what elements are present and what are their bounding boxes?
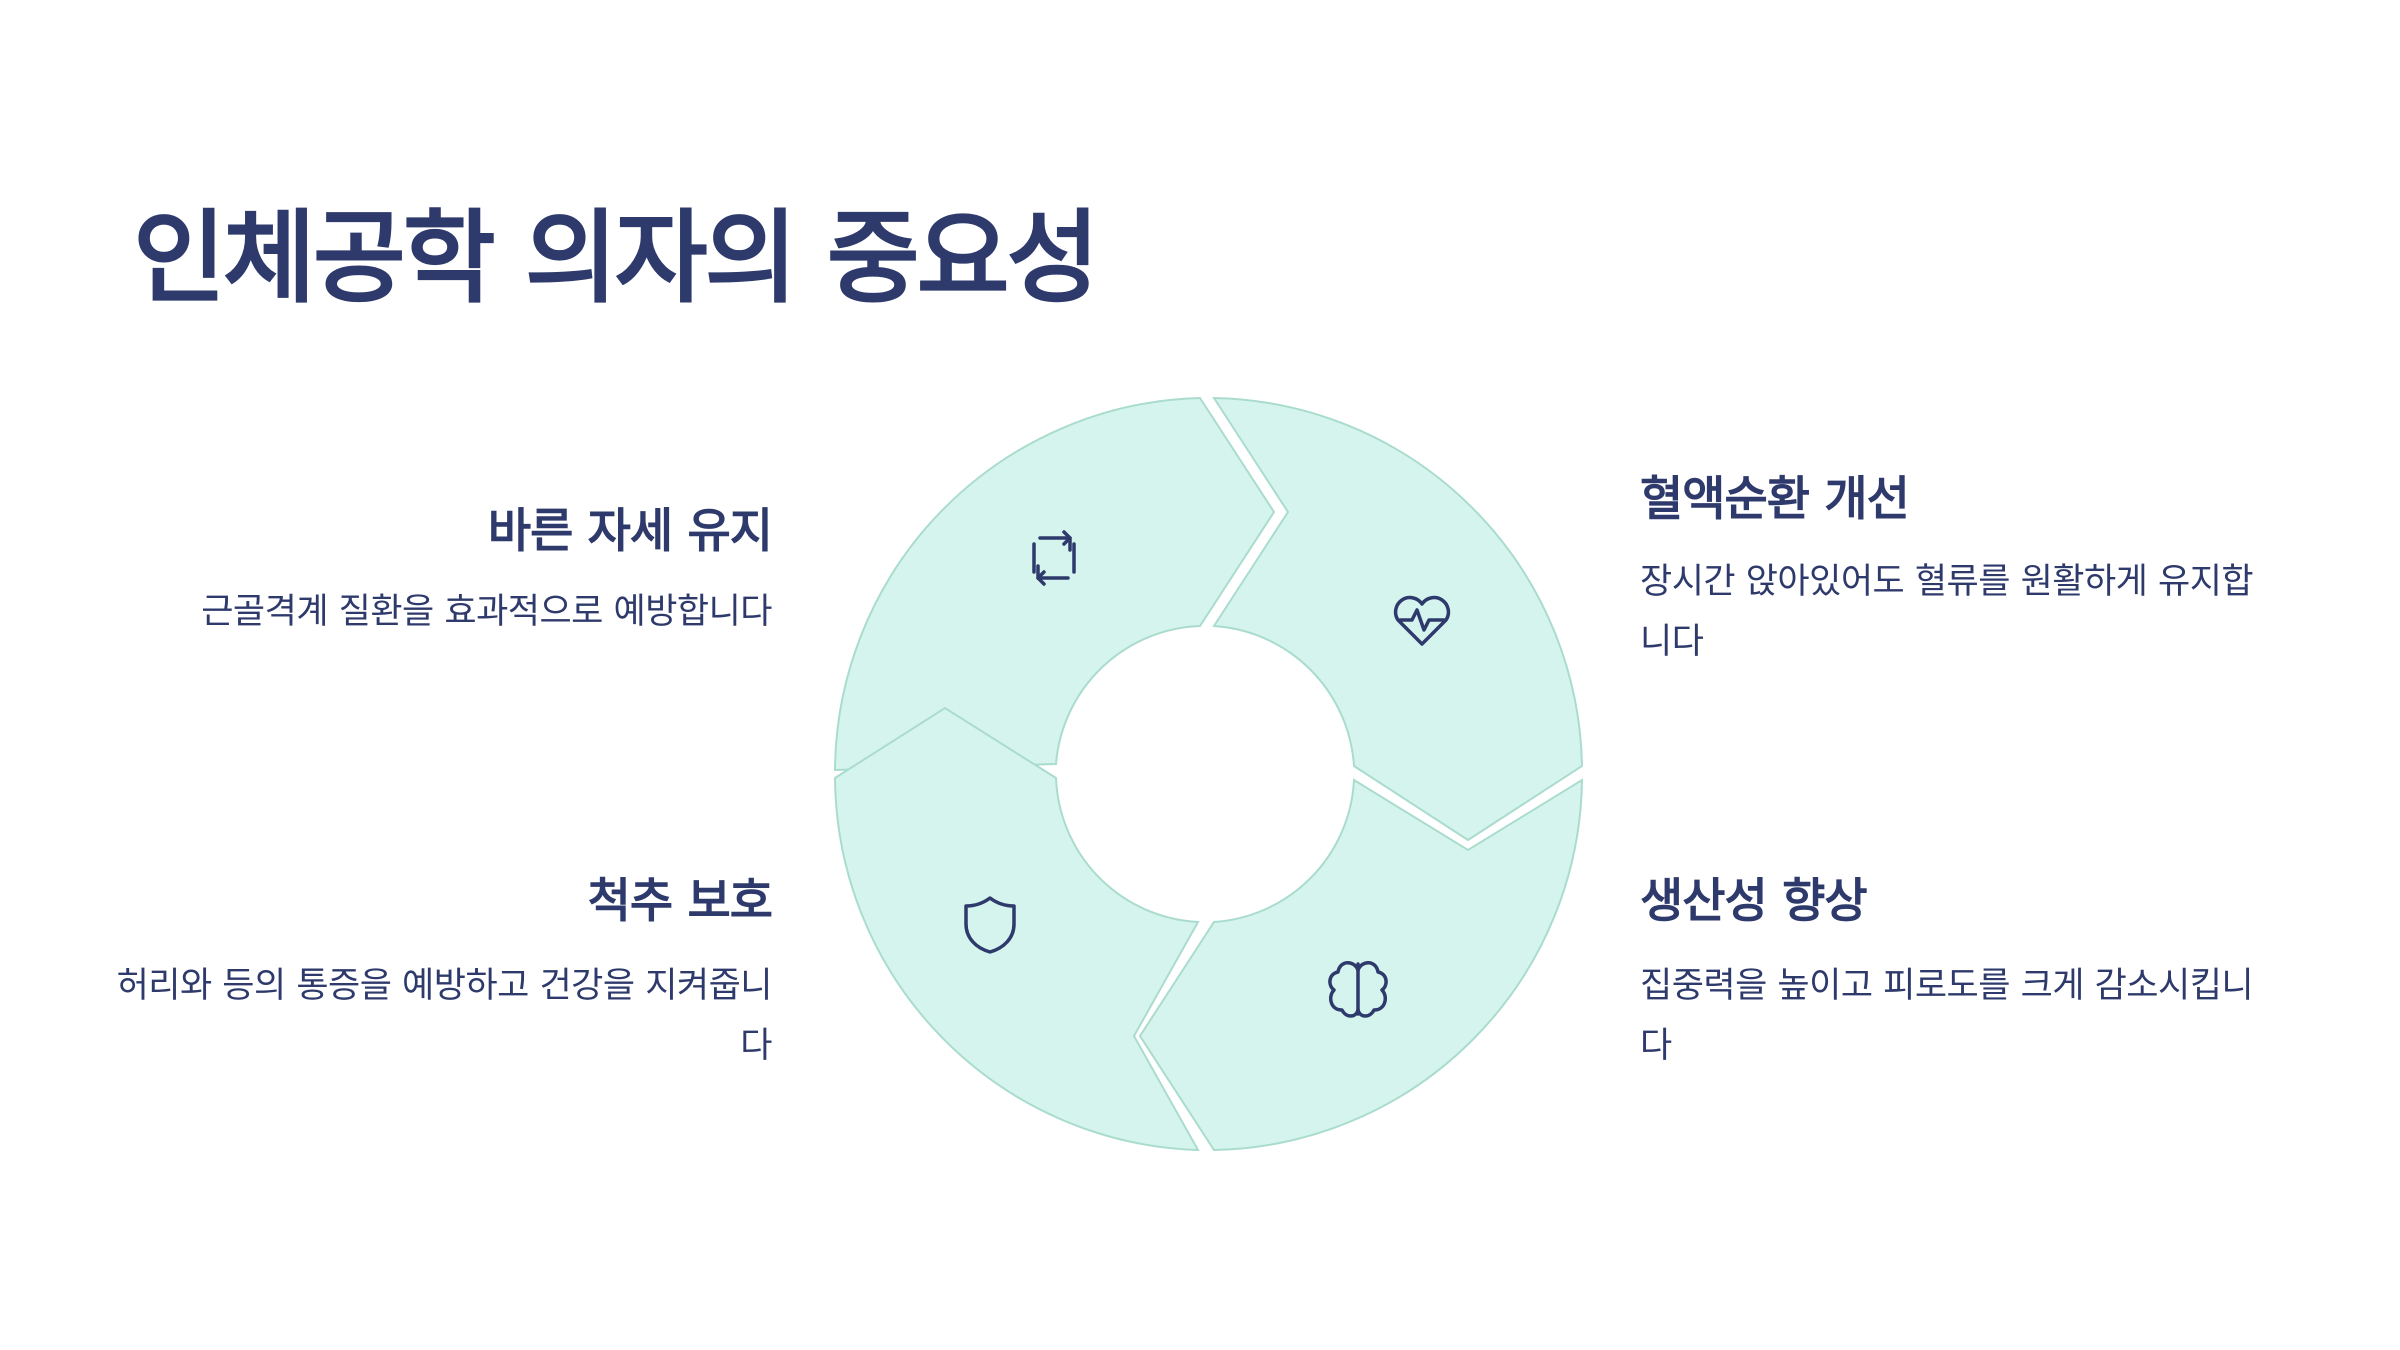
shield-icon [964,896,1016,954]
item-desc-circulation: 장시간 앉아있어도 혈류를 원활하게 유지합니다 [1640,562,2254,662]
segment-spine [833,706,1200,1152]
item-title-circulation: 혈액순환 개선 [1640,472,1910,527]
heart-pulse-icon [1393,595,1451,646]
page-title: 인체공학 의자의 중요성 [133,199,1100,317]
brain-icon [1328,961,1388,1018]
item-title-posture: 바른 자세 유지 [487,504,773,559]
item-title-productivity: 생산성 향상 [1640,874,1868,929]
item-title-spine: 척추 보호 [587,874,773,929]
segment-posture [833,396,1276,772]
item-desc-productivity: 집중력을 높이고 피로도를 크게 감소시킵니다 [1640,966,2254,1066]
item-desc-spine: 허리와 등의 통증을 예방하고 건강을 지켜줍니다 [116,966,773,1066]
arrows-cycle-icon [1032,530,1076,586]
item-desc-posture: 근골격계 질환을 효과적으로 예방합니다 [201,592,772,632]
